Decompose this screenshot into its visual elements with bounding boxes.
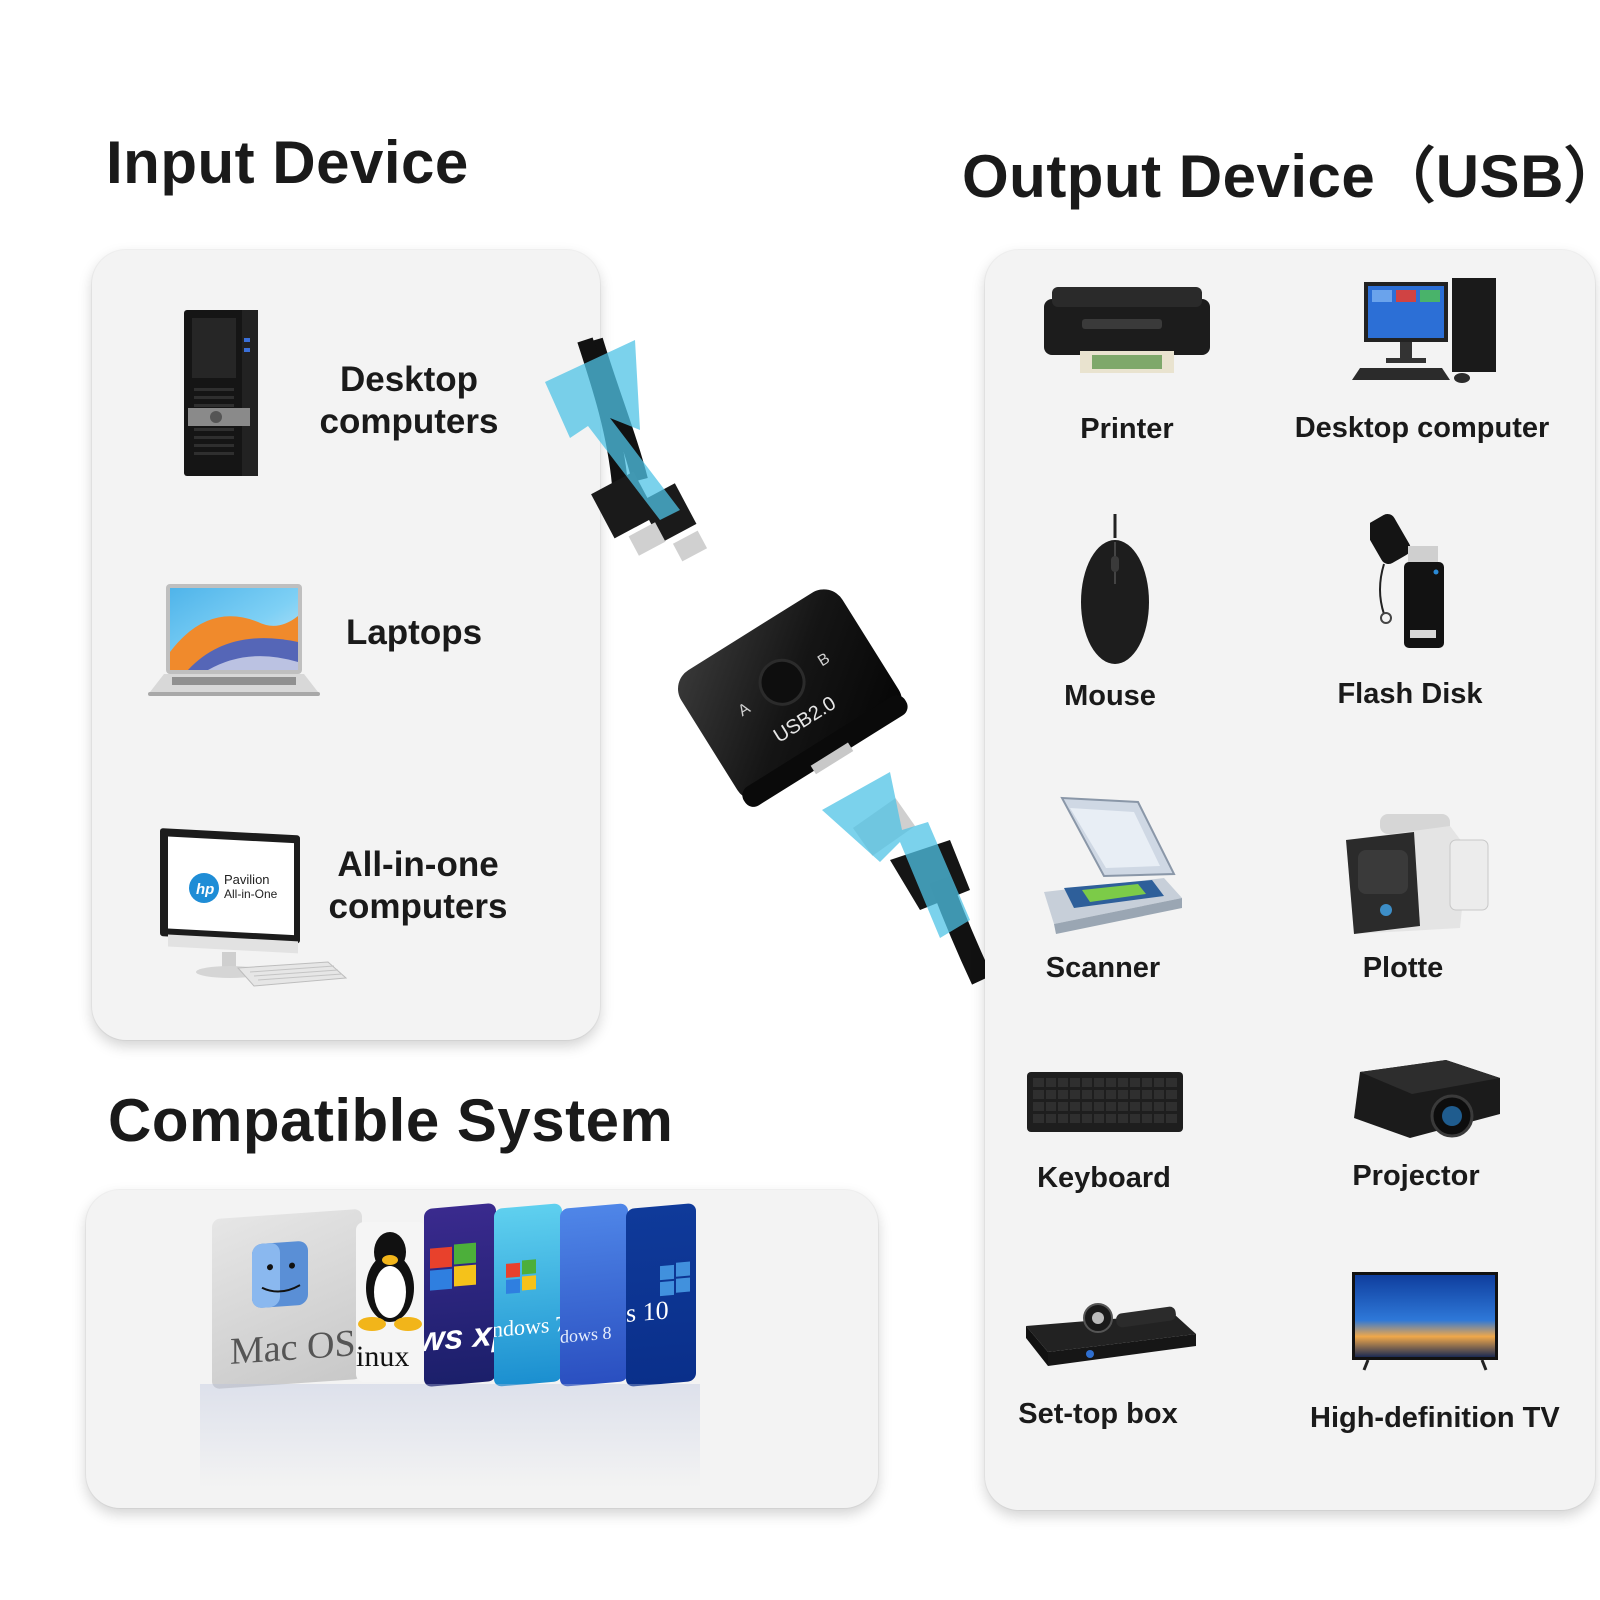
laptops-label-line1: Laptops [345,613,483,652]
os-reflection [200,1384,700,1488]
keyboard-label: Keyboard [1037,1162,1171,1194]
linux-text: inux [356,1340,410,1373]
set-top-box-icon [1026,1303,1196,1366]
scanner-icon [1044,796,1182,934]
usb-cable-b-icon [545,337,708,562]
xp-flag-icon [430,1242,476,1291]
desktop-computer-label: Desktop computer [1294,412,1550,444]
aio-label-line2: computers [328,887,508,926]
aio-screen-text2: All-in-One [224,887,278,901]
win10-logo-icon [660,1261,690,1297]
laptops-label: Laptops [334,612,494,654]
hdtv-icon [1352,1272,1498,1371]
aio-label-line1: All-in-one [337,845,499,884]
compatible-system-heading: Compatible System [108,1087,674,1154]
printer-label: Printer [1080,413,1174,445]
input-device-heading: Input Device [106,129,469,196]
windows-7-icon: ndows 7 [494,1203,562,1387]
macos-text: Mac OS [230,1322,356,1373]
windows-xp-icon: ws xp [424,1202,496,1388]
desktop-label-line1: Desktop [339,360,479,399]
desktop-tower-icon [184,310,258,476]
flash-disk-icon [1370,514,1444,648]
output-device-heading: Output Device（USB） [962,143,1600,210]
plotter-icon [1346,814,1489,934]
printer-icon [1044,287,1210,373]
arrow-out-icon [822,772,970,938]
windows-7-text: ndows 7 [494,1310,562,1343]
desktop-computer-icon [1352,278,1496,383]
linux-icon: inux [356,1222,426,1382]
projector-icon [1354,1060,1500,1138]
windows-8-text: dows 8 [560,1322,612,1347]
windows-10-icon: s 10 [626,1202,696,1388]
aio-screen-text1: Pavilion [224,872,270,887]
all-in-one-icon: hp Pavilion All-in-One [160,828,348,987]
projector-label: Projector [1352,1160,1480,1192]
usb-switch-icon: USB2.0 A B [678,589,908,807]
desktop-computers-label: Desktop computers [314,359,504,443]
windows-10-text: s 10 [626,1295,669,1329]
set-top-box-label: Set-top box [1018,1398,1178,1430]
desktop-label-line2: computers [319,402,499,441]
mouse-icon [1081,514,1149,664]
mouse-label: Mouse [1064,680,1156,712]
macos-icon: Mac OS [212,1208,362,1390]
scanner-label: Scanner [1045,952,1161,984]
arrow-in-icon [545,340,680,520]
usb-cable-a-icon [822,772,990,985]
plotter-label: Plotte [1362,952,1444,984]
flash-disk-label: Flash Disk [1337,678,1483,710]
windows-8-icon: dows 8 [560,1203,628,1387]
laptop-icon [148,584,320,696]
hp-logo-text: hp [196,881,214,898]
macos-face-icon [252,1241,308,1308]
tux-icon [358,1232,422,1331]
windows-xp-text: ws xp [424,1313,496,1360]
all-in-one-computers-label: All-in-one computers [318,844,518,928]
win7-flag-icon [506,1259,536,1294]
keyboard-icon [1027,1072,1183,1132]
hdtv-label: High-definition TV [1310,1402,1560,1434]
